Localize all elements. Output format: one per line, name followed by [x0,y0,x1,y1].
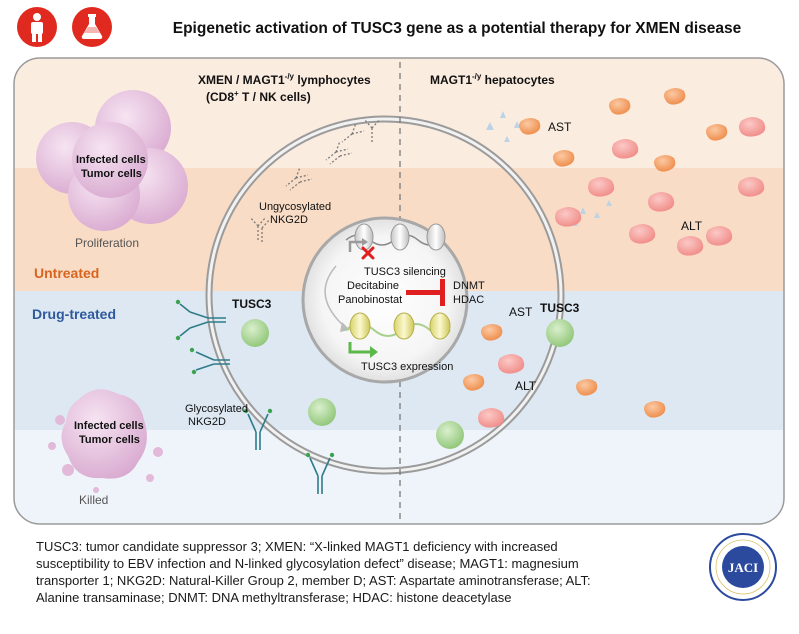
tumor-bottom-label-line1: Infected cells [74,420,144,432]
proliferation-label: Proliferation [75,236,139,250]
ast-enzymes-treated [463,324,666,418]
target-hdac: HDAC [453,294,484,306]
drug-decitabine: Decitabine [347,280,399,292]
right-panel-header: MAGT1-/y hepatocytes [430,72,555,87]
glycosylated-label-line2: NKG2D [188,416,226,428]
figure-caption: TUSC3: tumor candidate suppressor 3; XME… [36,538,704,606]
glycosylated-nkg2d-receptors [175,299,335,494]
tusc3-silencing-label: TUSC3 silencing [364,266,446,278]
tumor-cell-cluster-proliferating [36,90,188,231]
svg-text:JACI: JACI [728,560,758,575]
figure-title: Epigenetic activation of TUSC3 gene as a… [173,20,742,37]
left-panel-header-line1: XMEN / MAGT1-/y lymphocytes [198,72,371,87]
ungycosylated-nkg2d-receptors [249,118,381,242]
silencing-x-icon [361,246,375,260]
panel-frame [13,57,785,525]
nucleus [301,216,469,384]
caption-line: susceptibility to EBV infection and N-li… [36,556,579,571]
tusc3-protein [308,398,336,426]
glycosylated-label-line1: Glycosylated [185,403,248,415]
tumor-cell-killed [48,389,163,493]
killed-label: Killed [79,493,108,507]
silenced-chromatin [345,223,446,252]
ungycosylated-label-line2: NKG2D [270,214,308,226]
lymphocyte-cell-membrane-inner [207,117,563,473]
patient-icon [17,7,57,47]
target-dnmt: DNMT [453,280,485,292]
active-chromatin [345,312,451,358]
left-panel-header-line2: (CD8+ T / NK cells) [206,89,311,104]
caption-line: TUSC3: tumor candidate suppressor 3; XME… [36,539,558,554]
tusc3-label-right: TUSC3 [540,301,580,315]
tumor-top-label-line2: Tumor cells [81,168,142,180]
row-label-drug-treated: Drug-treated [32,306,116,322]
alt-label-untreated: ALT [681,219,703,233]
tusc3-expression-label: TUSC3 expression [361,361,453,373]
conversion-arrow [324,265,347,329]
caption-line: transporter 1; NKG2D: Natural-Killer Gro… [36,573,591,588]
tusc3-protein [436,421,464,449]
jaci-journal-logo: JACI [709,533,777,601]
ungycosylated-label-line1: Ungycosylated [259,201,331,213]
ast-label-untreated: AST [548,120,572,134]
ast-label-treated: AST [509,305,533,319]
row-label-untreated: Untreated [34,265,99,281]
alt-label-treated: ALT [515,379,537,393]
tusc3-label-left: TUSC3 [232,297,272,311]
caption-line: Alanine transaminase; DNMT: DNA methyltr… [36,590,512,605]
alt-enzymes-treated [478,354,525,428]
tusc3-protein [241,319,269,347]
flask-icon [72,7,112,47]
tusc3-protein [546,319,574,347]
tumor-bottom-label-line2: Tumor cells [79,434,140,446]
drug-panobinostat: Panobinostat [338,294,402,306]
ast-enzymes-untreated [519,88,728,172]
tumor-top-label-line1: Infected cells [76,154,146,166]
inhibition-symbol [406,279,445,306]
alt-enzymes-untreated [555,117,766,256]
